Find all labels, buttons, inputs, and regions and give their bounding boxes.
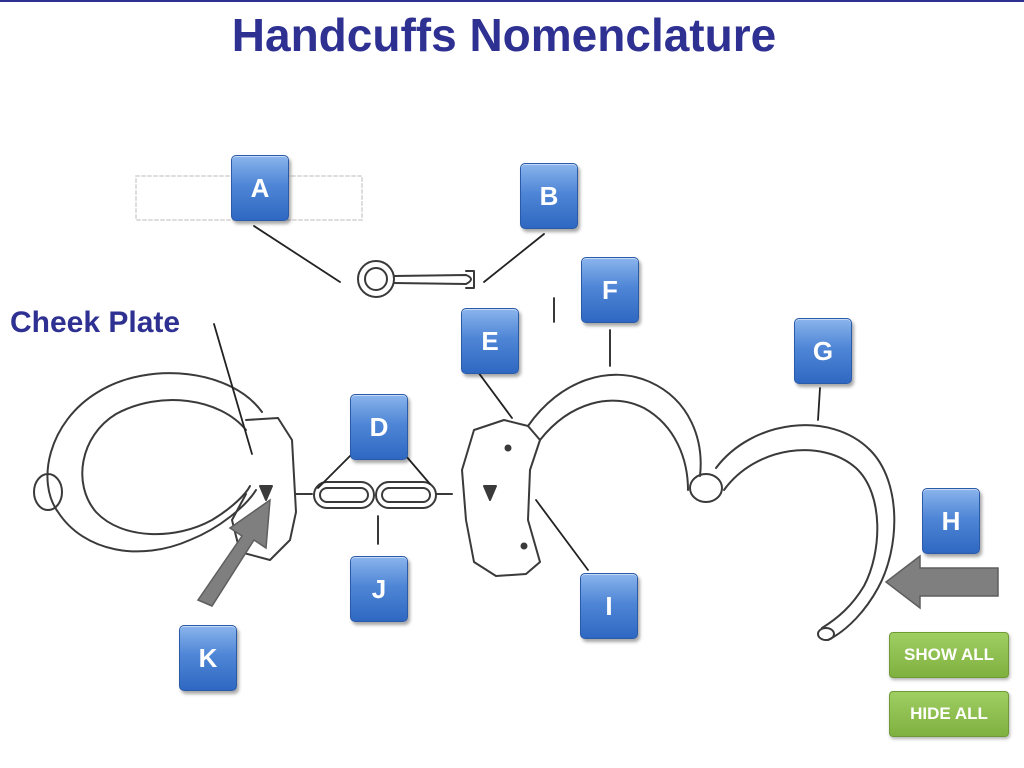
top-rule [0,0,1024,2]
label-button-a[interactable]: A [231,155,289,221]
chain [295,481,453,509]
label-button-j[interactable]: J [350,556,408,622]
right-lock-case [461,419,541,577]
label-button-d[interactable]: D [350,394,408,460]
double-strand [527,373,723,503]
handcuff-key [357,260,475,298]
label-button-f[interactable]: F [581,257,639,323]
label-button-i[interactable]: I [580,573,638,639]
label-button-h[interactable]: H [922,488,980,554]
label-button-k[interactable]: K [179,625,237,691]
arrow-h-icon [884,554,999,610]
page-title: Handcuffs Nomenclature [231,9,777,61]
arrow-k-icon [196,498,271,607]
label-button-g[interactable]: G [794,318,852,384]
label-button-b[interactable]: B [520,163,578,229]
label-button-e[interactable]: E [461,308,519,374]
single-strand [715,424,896,641]
leader-lines [213,225,821,571]
hide-all-button[interactable]: HIDE ALL [889,691,1009,737]
show-all-button[interactable]: SHOW ALL [889,632,1009,678]
cheek-plate-label: Cheek Plate [10,306,181,339]
